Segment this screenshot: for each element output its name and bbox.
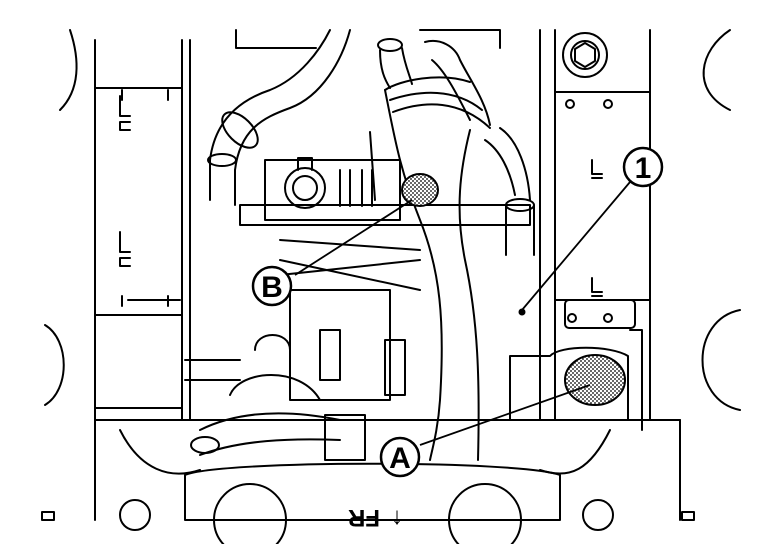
right-bottom-tab — [681, 511, 695, 521]
top-hose-connectors — [377, 38, 491, 126]
left-bottom-tab — [41, 511, 55, 521]
left-coolant-hose — [207, 29, 351, 206]
left-bracket-panel — [94, 39, 191, 421]
clamp-b-head — [401, 173, 439, 207]
left-bottom-body-curve — [44, 324, 65, 406]
leader-line-b — [294, 199, 413, 276]
bottom-frame — [94, 419, 681, 544]
top-panel — [235, 29, 501, 49]
lower-left-pipe — [184, 359, 366, 461]
left-top-body-curve — [59, 29, 78, 111]
bolt-a-bracket — [509, 329, 643, 431]
right-bracket-panel — [539, 29, 651, 421]
right-branch-hose — [484, 127, 535, 256]
center-thick-hose — [384, 76, 491, 461]
callout-b: B — [251, 265, 293, 307]
fr-arrow-icon: ↓ — [391, 503, 403, 530]
callout-a-label: A — [389, 442, 411, 475]
front-direction-indicator: FR — [348, 504, 380, 531]
callout-b-label: B — [261, 271, 283, 304]
callout-a: A — [379, 436, 421, 478]
callout-1: 1 — [622, 146, 664, 188]
right-bottom-body-curve — [701, 309, 741, 411]
part-1-location-dot — [518, 308, 526, 316]
right-top-body-curve — [702, 29, 731, 111]
center-bracket — [239, 131, 531, 226]
top-right-bolt — [562, 32, 608, 78]
lower-linkage — [254, 239, 421, 401]
leader-line-a — [419, 384, 591, 446]
callout-1-label: 1 — [635, 152, 652, 185]
bolt-a-head — [564, 354, 626, 406]
fr-label: FR — [348, 504, 380, 531]
leader-line-1 — [521, 181, 631, 311]
